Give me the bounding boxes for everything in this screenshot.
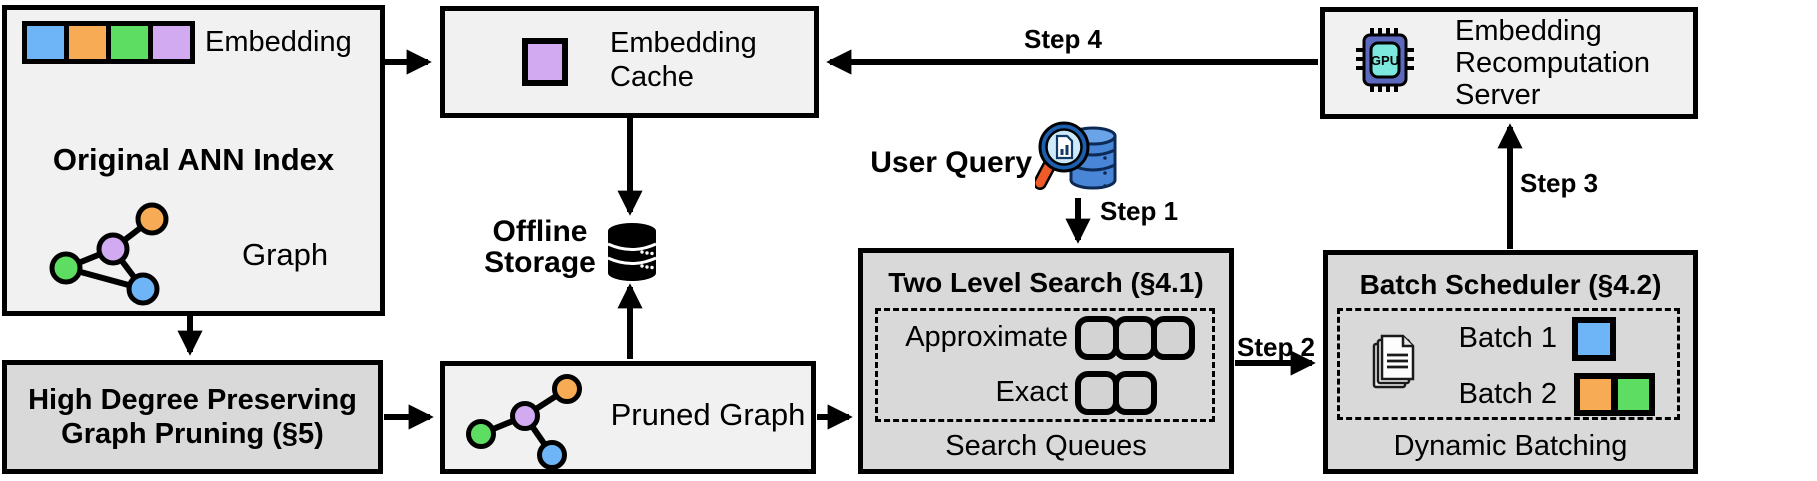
gpu-icon: GPU [1356, 28, 1414, 92]
original-ann-index-box: Embedding Original ANN Index Graph [2, 5, 385, 316]
search-queues-panel: Approximate Exact [875, 308, 1215, 422]
graph-label: Graph [242, 237, 329, 272]
embedding-cache-line1: Embedding [610, 27, 757, 59]
batch1-blue-square [1572, 317, 1616, 361]
graph-node-orange [135, 202, 169, 236]
original-graph-icon [49, 202, 169, 306]
graph-node-purple [510, 401, 540, 431]
graph-node-orange [552, 374, 582, 404]
pruned-graph-icon [466, 374, 582, 470]
graph-pruning-line1: High Degree Preserving [28, 384, 357, 416]
step4-label: Step 4 [1023, 24, 1103, 54]
pruned-graph-box: Pruned Graph [440, 361, 816, 474]
exact-queue-slots [1075, 371, 1157, 415]
queue-slot [1075, 371, 1119, 415]
step2-label: Step 2 [1236, 332, 1316, 362]
batch1-label: Batch 1 [1458, 321, 1557, 354]
batch2-squares [1574, 373, 1655, 416]
server-line1: Embedding [1455, 15, 1602, 47]
documents-icon [1372, 334, 1415, 389]
embedding-cell-orange [69, 26, 106, 59]
embedding-cell-blue [27, 26, 64, 59]
queue-slot [1113, 316, 1157, 360]
original-ann-index-title: Original ANN Index [52, 142, 335, 177]
queue-slot [1151, 316, 1195, 360]
two-level-search-box: Two Level Search (§4.1) Approximate Exac… [858, 248, 1234, 474]
embedding-vector-icon [22, 21, 195, 64]
batch-scheduler-title: Batch Scheduler (§4.2) [1359, 269, 1662, 300]
approximate-queue-slots [1075, 316, 1195, 360]
exact-label: Exact [995, 375, 1068, 408]
embedding-cache-label: Embedding Cache [610, 26, 757, 94]
dynamic-batching-footer: Dynamic Batching [1393, 430, 1628, 462]
embedding-cell-purple [153, 26, 190, 59]
graph-node-purple [96, 232, 130, 266]
embedding-label: Embedding [205, 26, 352, 58]
batch2-green-square [1612, 373, 1655, 416]
batch2-orange-square [1574, 373, 1617, 416]
graph-pruning-line2: Graph Pruning (§5) [61, 418, 324, 450]
approximate-label: Approximate [905, 320, 1068, 353]
step3-label: Step 3 [1520, 168, 1599, 198]
offline-storage-line1: Offline [492, 215, 588, 248]
server-line3: Server [1455, 79, 1541, 111]
graph-node-green [466, 419, 496, 449]
recomputation-server-box: GPU Embedding Recomputation Server [1320, 7, 1698, 119]
magnifier-icon [1035, 121, 1090, 190]
user-query-label: User Query [870, 146, 1032, 179]
embedding-cache-box: Embedding Cache [440, 6, 819, 118]
dynamic-batching-panel: Batch 1 Batch 2 [1337, 308, 1680, 420]
cached-embedding-icon [522, 38, 568, 86]
pruned-graph-label: Pruned Graph [610, 397, 806, 432]
recomputation-server-label: Embedding Recomputation Server [1455, 15, 1650, 111]
batch2-label: Batch 2 [1458, 377, 1557, 410]
graph-node-blue [537, 440, 567, 470]
offline-storage-label: Offline Storage [470, 216, 610, 278]
graph-node-blue [126, 272, 160, 306]
graph-node-green [49, 251, 83, 285]
batch-scheduler-box: Batch Scheduler (§4.2) Batch 1 Batch 2 D… [1323, 250, 1698, 474]
embedding-cell-green [111, 26, 148, 59]
offline-storage-line2: Storage [484, 246, 596, 279]
embedding-cache-line2: Cache [610, 61, 694, 93]
offline-storage-database-icon [607, 223, 657, 281]
gpu-icon-label: GPU [1371, 53, 1399, 68]
server-line2: Recomputation [1455, 47, 1651, 79]
search-queues-footer: Search Queues [945, 430, 1147, 462]
step1-label: Step 1 [1100, 196, 1179, 226]
queue-slot [1113, 371, 1157, 415]
graph-pruning-box: High Degree Preserving Graph Pruning (§5… [2, 360, 383, 474]
two-level-search-title: Two Level Search (§4.1) [888, 267, 1204, 298]
user-query-icon [1035, 121, 1117, 190]
